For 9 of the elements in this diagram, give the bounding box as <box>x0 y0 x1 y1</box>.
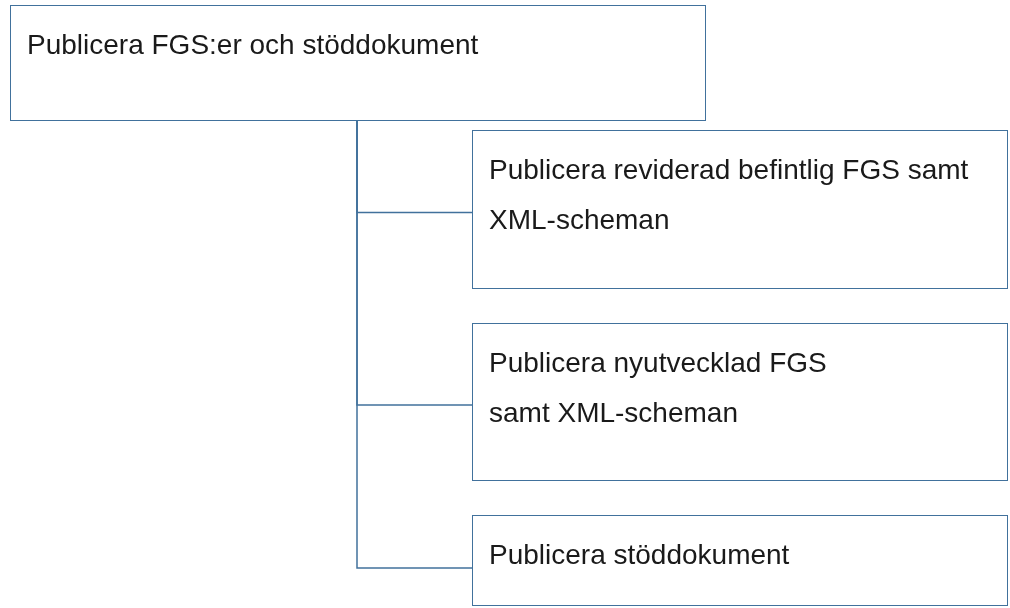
process-box <box>472 323 1008 481</box>
box-label: Publicera stöddokument <box>489 538 790 572</box>
process-box <box>472 130 1008 289</box>
connector-line <box>356 120 473 569</box>
box-label: Publicera reviderad befintlig FGS samt XML-scheman <box>489 153 970 237</box>
box-label: Publicera nyutvecklad FGS samt XML-scheman <box>489 346 828 430</box>
box-label: Publicera FGS:er och stöddokument <box>27 28 479 62</box>
process-box <box>472 515 1008 606</box>
process-box <box>10 5 706 121</box>
